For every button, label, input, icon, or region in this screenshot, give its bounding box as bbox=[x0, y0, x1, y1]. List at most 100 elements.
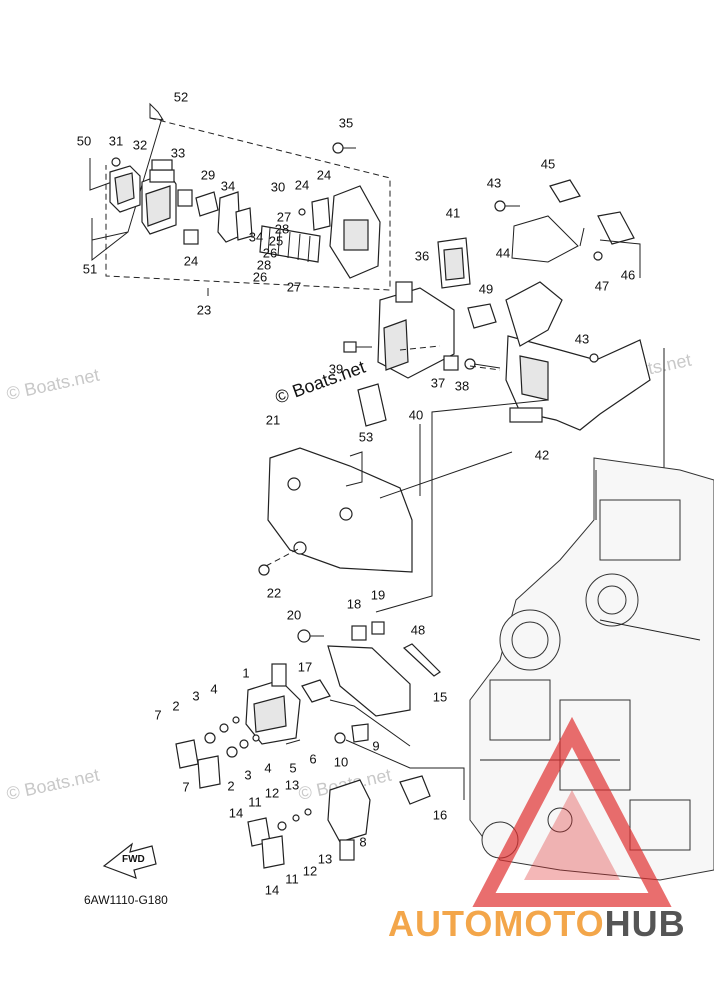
part-label-52: 52 bbox=[174, 89, 188, 104]
plug-cap-14 bbox=[247, 817, 285, 869]
ignition-coil-1 bbox=[245, 663, 301, 745]
part-label-13-top: 13 bbox=[285, 777, 299, 792]
part-label-22: 22 bbox=[267, 585, 281, 600]
part-labels: 52 35 50 31 32 33 29 34 30 24 24 27 28 2… bbox=[77, 89, 635, 897]
part-label-7-top: 7 bbox=[154, 707, 161, 722]
bolt-39 bbox=[343, 341, 372, 353]
part-label-15: 15 bbox=[433, 689, 447, 704]
part-label-24-bottom: 24 bbox=[184, 253, 198, 268]
part-label-6: 6 bbox=[309, 751, 316, 766]
part-label-2-top: 2 bbox=[172, 698, 179, 713]
part-label-53: 53 bbox=[359, 429, 373, 444]
part-label-31: 31 bbox=[109, 133, 123, 148]
part-label-16: 16 bbox=[433, 807, 447, 822]
coil-8 bbox=[327, 779, 371, 861]
bolt-20 bbox=[297, 629, 324, 643]
relay-holder-27 bbox=[329, 185, 381, 279]
watermark-main: © Boats.net bbox=[273, 357, 368, 408]
bolt-43-right bbox=[589, 353, 599, 363]
part-label-39: 39 bbox=[329, 361, 343, 376]
part-label-28-top: 28 bbox=[275, 221, 289, 236]
part-label-26-top: 26 bbox=[263, 245, 277, 260]
part-label-35: 35 bbox=[339, 115, 353, 130]
part-label-41: 41 bbox=[446, 205, 460, 220]
part-label-7-bottom: 7 bbox=[182, 779, 189, 794]
bolt-10 bbox=[334, 732, 346, 744]
bracket-42-44 bbox=[505, 215, 651, 431]
part-label-24-top-a: 24 bbox=[295, 177, 309, 192]
part-label-50: 50 bbox=[77, 133, 91, 148]
part-label-29: 29 bbox=[201, 167, 215, 182]
clip-9 bbox=[351, 723, 369, 743]
logo-text: AUTOMOTOHUB bbox=[388, 903, 686, 944]
logo-text-automoto: AUTOMOTO bbox=[388, 903, 605, 944]
part-label-27-bottom: 27 bbox=[287, 279, 301, 294]
cap-41 bbox=[437, 237, 471, 289]
bracket-34 bbox=[217, 191, 253, 243]
part-label-8: 8 bbox=[359, 834, 366, 849]
part-label-34-top: 34 bbox=[221, 178, 235, 193]
part-label-30: 30 bbox=[271, 179, 285, 194]
part-label-38: 38 bbox=[455, 378, 469, 393]
clip-24-bottom bbox=[183, 229, 199, 245]
screw-35 bbox=[332, 142, 356, 154]
part-label-11-bottom: 11 bbox=[285, 871, 299, 886]
part-label-10: 10 bbox=[334, 754, 348, 769]
clamp-16 bbox=[399, 775, 431, 805]
part-label-21: 21 bbox=[266, 412, 280, 427]
logo-triangle bbox=[472, 716, 672, 907]
fwd-label: FWD bbox=[122, 854, 145, 865]
bracket-17 bbox=[301, 679, 331, 703]
part-label-36: 36 bbox=[415, 248, 429, 263]
ecu-bracket-36 bbox=[377, 281, 455, 379]
bracket-15 bbox=[327, 645, 411, 747]
part-label-34-bottom: 34 bbox=[249, 229, 263, 244]
cover-21 bbox=[267, 447, 413, 573]
part-label-11-top: 11 bbox=[248, 794, 262, 809]
clamp-49 bbox=[467, 303, 497, 329]
washers-11-13 bbox=[277, 808, 312, 831]
watermark-left-top: © Boats.net bbox=[5, 365, 101, 404]
connector-29 bbox=[177, 189, 219, 217]
part-label-37: 37 bbox=[431, 375, 445, 390]
part-label-46: 46 bbox=[621, 267, 635, 282]
part-label-43-right: 43 bbox=[575, 331, 589, 346]
logo-text-hub: HUB bbox=[605, 903, 686, 944]
part-label-5: 5 bbox=[289, 760, 296, 775]
grommet-37-38 bbox=[443, 355, 501, 371]
fwd-arrow-icon: FWD bbox=[102, 842, 157, 879]
pin-block-25-28 bbox=[259, 208, 321, 263]
part-label-51: 51 bbox=[83, 261, 97, 276]
bushing-18-19 bbox=[351, 621, 385, 641]
part-label-12-top: 12 bbox=[265, 785, 279, 800]
part-label-26-bottom: 26 bbox=[253, 269, 267, 284]
part-label-20: 20 bbox=[287, 607, 301, 622]
clip-24-top bbox=[311, 197, 331, 231]
part-label-49: 49 bbox=[479, 281, 493, 296]
part-label-42: 42 bbox=[535, 447, 549, 462]
connector-cover-31 bbox=[109, 157, 141, 213]
watermark-left-bottom: © Boats.net bbox=[5, 765, 101, 804]
clip-46 bbox=[597, 211, 635, 245]
diagram-code: 6AW1110-G180 bbox=[84, 893, 168, 907]
group-23-box bbox=[89, 102, 391, 296]
connector-block-32-33 bbox=[141, 159, 177, 235]
part-label-47: 47 bbox=[595, 278, 609, 293]
engine-block bbox=[469, 457, 714, 881]
part-label-45: 45 bbox=[541, 156, 555, 171]
part-label-43-top: 43 bbox=[487, 175, 501, 190]
part-label-23: 23 bbox=[197, 302, 211, 317]
part-label-9: 9 bbox=[372, 738, 379, 753]
part-label-18: 18 bbox=[347, 596, 361, 611]
sensor-45 bbox=[549, 179, 581, 203]
bolt-43-top bbox=[494, 200, 520, 212]
part-label-4-top: 4 bbox=[210, 681, 217, 696]
part-label-48: 48 bbox=[411, 622, 425, 637]
part-label-33: 33 bbox=[171, 145, 185, 160]
part-label-13-bottom: 13 bbox=[318, 851, 332, 866]
part-label-3-top: 3 bbox=[192, 688, 199, 703]
part-label-44: 44 bbox=[496, 245, 510, 260]
part-label-24-top-b: 24 bbox=[317, 167, 331, 182]
part-label-17: 17 bbox=[298, 659, 312, 674]
